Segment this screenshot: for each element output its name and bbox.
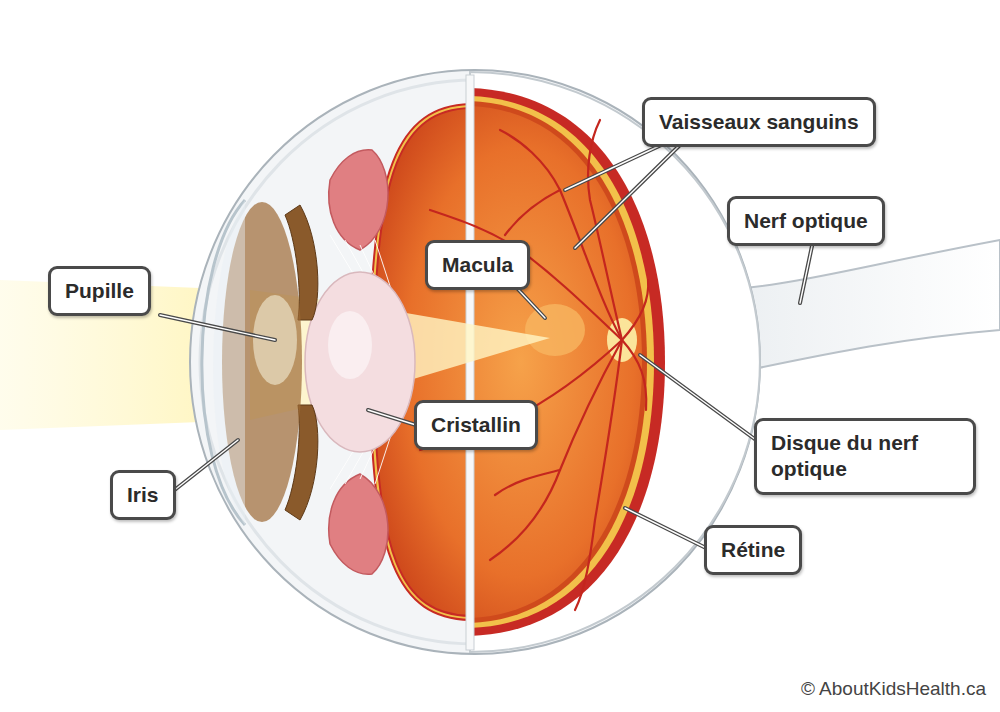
part-name: Macula: [442, 252, 513, 278]
part-name: Nerf optique: [744, 208, 868, 234]
part-name: Disque du nerf optique: [771, 430, 959, 483]
callout-box: Vaisseaux sanguins: [642, 97, 876, 147]
part-name: Vaisseaux sanguins: [659, 109, 859, 135]
callout-box: Rétine: [704, 525, 802, 575]
part-name: Pupille: [65, 278, 134, 304]
callout-box: Cristallin: [414, 400, 538, 450]
part-name: Rétine: [721, 537, 785, 563]
callout-box: Nerf optique: [727, 196, 885, 246]
part-name: Cristallin: [431, 412, 521, 438]
part-name: Iris: [127, 482, 159, 508]
callout-box: Macula: [425, 240, 530, 290]
callout-box: Disque du nerf optique: [754, 418, 976, 495]
callout-box: Pupille: [48, 266, 151, 316]
copyright-note: © AboutKidsHealth.ca: [801, 678, 986, 700]
callout-box: Iris: [110, 470, 176, 520]
